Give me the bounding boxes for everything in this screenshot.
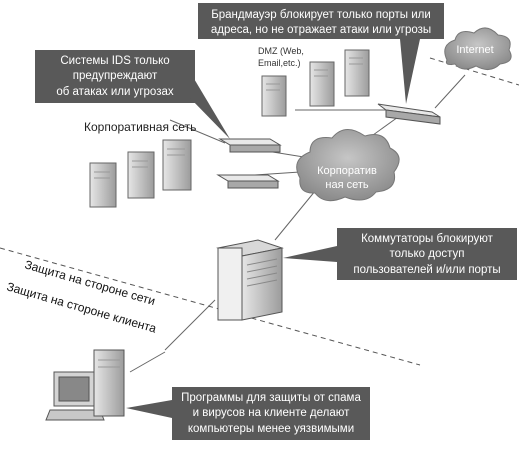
client-callout-line-3: компьютеры менее уязвимыми — [188, 423, 354, 435]
internet-label: Internet — [456, 44, 493, 56]
internet-dashed-boundary — [429, 57, 519, 86]
ids-router-device — [218, 138, 282, 153]
client-callout-line-2: и вирусов на клиенте делают — [193, 407, 351, 419]
corporate-servers — [89, 139, 192, 208]
switch-tower — [216, 239, 284, 321]
switches-callout: Коммутаторы блокируют только доступ поль… — [283, 228, 517, 280]
core-switch-device — [216, 174, 280, 189]
dmz-servers — [261, 49, 370, 117]
switches-callout-line-3: пользователей и/или порты — [353, 264, 500, 276]
ids-callout: Системы IDS только предупреждают об атак… — [35, 50, 230, 139]
corporate-network-cloud: Корпоратив ная сеть — [296, 129, 400, 202]
switches-callout-line-1: Коммутаторы блокируют — [361, 233, 494, 245]
ids-callout-line-1: Системы IDS только — [60, 55, 169, 67]
client-network-dashed-boundary — [0, 247, 421, 366]
ids-callout-line-3: об атаках или угрозах — [56, 86, 174, 98]
dmz-label-line-1: DMZ (Web, — [258, 46, 304, 56]
firewall-callout: Брандмауэр блокирует только порты или ад… — [198, 3, 444, 104]
ids-callout-line-2: предупреждают — [73, 70, 158, 82]
switches-callout-line-2: только доступ — [390, 248, 465, 260]
corporate-cloud-line-2: ная сеть — [325, 179, 368, 191]
client-callout-line-1: Программы для защиты от спама — [181, 392, 361, 404]
corporate-cloud-line-1: Корпоратив — [317, 165, 377, 177]
corporate-network-label: Корпоративная сеть — [84, 120, 196, 134]
dmz-label-line-2: Email,etc.) — [258, 58, 301, 68]
firewall-callout-line-2: адреса, но не отражает атаки или угрозы — [211, 24, 431, 36]
firewall-callout-line-1: Брандмауэр блокирует только порты или — [211, 9, 431, 21]
firewall-device — [377, 103, 441, 125]
internet-cloud: Internet — [444, 27, 512, 70]
client-software-callout: Программы для защиты от спама и вирусов … — [126, 387, 370, 440]
client-computer — [45, 349, 125, 421]
